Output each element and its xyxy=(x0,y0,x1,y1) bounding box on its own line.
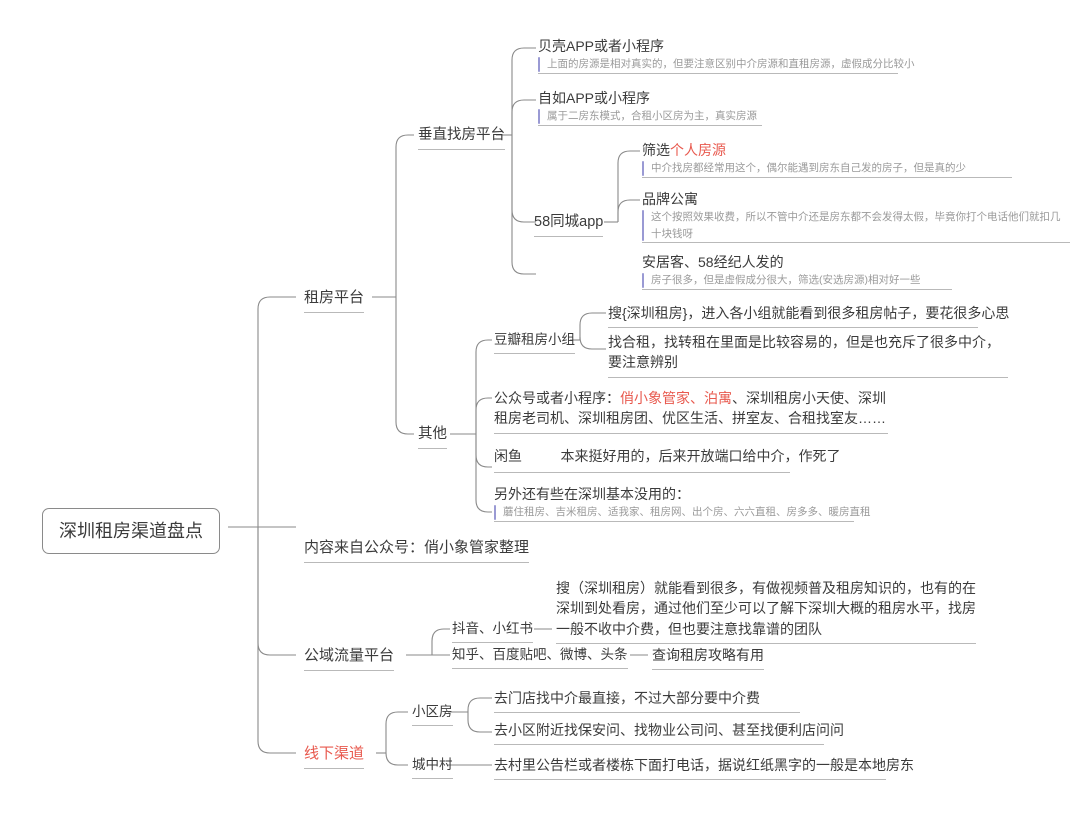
node-anjuke-title: 安居客、58经纪人发的 xyxy=(642,254,784,270)
node-xianyu-label: 闲鱼 xyxy=(494,448,522,464)
node-beike-note: 上面的房源是相对真实的，但要注意区别中介房源和直租房源，虚假成分比较小 xyxy=(538,56,915,74)
node-filter-personal[interactable]: 筛选个人房源 中介找房都经常用这个，偶尔能遇到房东自己发的房子，但是真的少 xyxy=(642,140,1012,178)
node-brand-apartment-title: 品牌公寓 xyxy=(642,191,698,207)
node-zhihu-tieba[interactable]: 知乎、百度贴吧、微博、头条 xyxy=(452,645,628,669)
node-beike[interactable]: 贝壳APP或者小程序 上面的房源是相对真实的，但要注意区别中介房源和直租房源，虚… xyxy=(538,36,915,74)
node-community-housing-child-2[interactable]: 去小区附近找保安问、找物业公司问、甚至找便利店问问 xyxy=(494,720,844,746)
node-xianyu-value: 本来挺好用的，后来开放端口给中介，作死了 xyxy=(560,448,841,464)
node-58tongcheng[interactable]: 58同城app xyxy=(534,212,604,238)
node-vertical-platform[interactable]: 垂直找房平台 xyxy=(418,125,505,151)
root-node[interactable]: 深圳租房渠道盘点 xyxy=(42,508,220,555)
node-douyin-xiaohongshu[interactable]: 抖音、小红书 xyxy=(452,619,533,643)
branch-source-note[interactable]: 内容来自公众号：俏小象管家整理 xyxy=(304,537,530,563)
node-useless-list[interactable]: 另外还有些在深圳基本没用的： 蘑住租房、吉米租房、适我家、租房网、出个房、六六直… xyxy=(494,484,871,522)
node-urban-village[interactable]: 城中村 xyxy=(412,755,453,779)
node-xianyu[interactable]: 闲鱼 本来挺好用的，后来开放端口给中介，作死了 xyxy=(494,445,840,474)
node-beike-title: 贝壳APP或者小程序 xyxy=(538,38,665,54)
branch-rental-platform[interactable]: 租房平台 xyxy=(304,287,365,313)
node-douban-child-1[interactable]: 搜{深圳租房}，进入各小组就能看到很多租房帖子，要花很多心思 xyxy=(608,303,1009,329)
node-brand-apartment[interactable]: 品牌公寓 这个按照效果收费，所以不管中介还是房东都不会发得太假，毕竟你打个电话他… xyxy=(642,189,1070,243)
node-official-accounts[interactable]: 公众号或者小程序：俏小象管家、泊寓、深圳租房小天使、深圳租房老司机、深圳租房团、… xyxy=(494,388,888,434)
branch-public-traffic[interactable]: 公域流量平台 xyxy=(304,645,395,671)
node-filter-personal-title: 筛选个人房源 xyxy=(642,140,1012,160)
node-filter-personal-prefix: 筛选 xyxy=(642,142,670,158)
node-ziroom[interactable]: 自如APP或小程序 属于二房东模式，合租小区房为主，真实房源 xyxy=(538,88,762,126)
node-community-housing-child-1[interactable]: 去门店找中介最直接，不过大部分要中介费 xyxy=(494,688,800,714)
node-community-housing[interactable]: 小区房 xyxy=(412,702,453,726)
node-filter-personal-note: 中介找房都经常用这个，偶尔能遇到房东自己发的房子，但是真的少 xyxy=(642,160,1012,178)
node-zhihu-tieba-desc[interactable]: 查询租房攻略有用 xyxy=(652,645,764,671)
node-anjuke-note: 房子很多，但是虚假成分很大，筛选(安选房源)相对好一些 xyxy=(642,272,952,290)
node-douban-group[interactable]: 豆瓣租房小组 xyxy=(494,330,575,354)
node-official-accounts-suffix: 、深圳租房小天使、深圳租房老司机、深圳租房团、优区生活、拼室友、合租找室友…… xyxy=(494,390,886,427)
node-brand-apartment-note: 这个按照效果收费，所以不管中介还是房东都不会发得太假，毕竟你打个电话他们就扣几十… xyxy=(642,209,1070,243)
node-ziroom-note: 属于二房东模式，合租小区房为主，真实房源 xyxy=(538,108,762,126)
node-douyin-xiaohongshu-desc[interactable]: 搜（深圳租房）就能看到很多，有做视频普及租房知识的，也有的在深圳到处看房，通过他… xyxy=(556,578,976,644)
node-anjuke[interactable]: 安居客、58经纪人发的 房子很多，但是虚假成分很大，筛选(安选房源)相对好一些 xyxy=(642,252,952,290)
node-useless-list-title: 另外还有些在深圳基本没用的： xyxy=(494,486,690,502)
node-official-accounts-prefix: 公众号或者小程序： xyxy=(494,390,620,406)
node-ziroom-title: 自如APP或小程序 xyxy=(538,90,651,106)
node-douban-child-2[interactable]: 找合租，找转租在里面是比较容易的，但是也充斥了很多中介，要注意辨别 xyxy=(608,332,1008,378)
node-official-accounts-highlight: 俏小象管家、泊寓 xyxy=(620,390,732,406)
node-useless-list-note: 蘑住租房、吉米租房、适我家、租房网、出个房、六六直租、房多多、暖房直租 xyxy=(494,504,871,522)
node-other[interactable]: 其他 xyxy=(418,424,447,450)
node-filter-personal-highlight: 个人房源 xyxy=(670,142,726,158)
node-urban-village-child-1[interactable]: 去村里公告栏或者楼栋下面打电话，据说红纸黑字的一般是本地房东 xyxy=(494,755,914,781)
branch-offline[interactable]: 线下渠道 xyxy=(304,743,365,769)
